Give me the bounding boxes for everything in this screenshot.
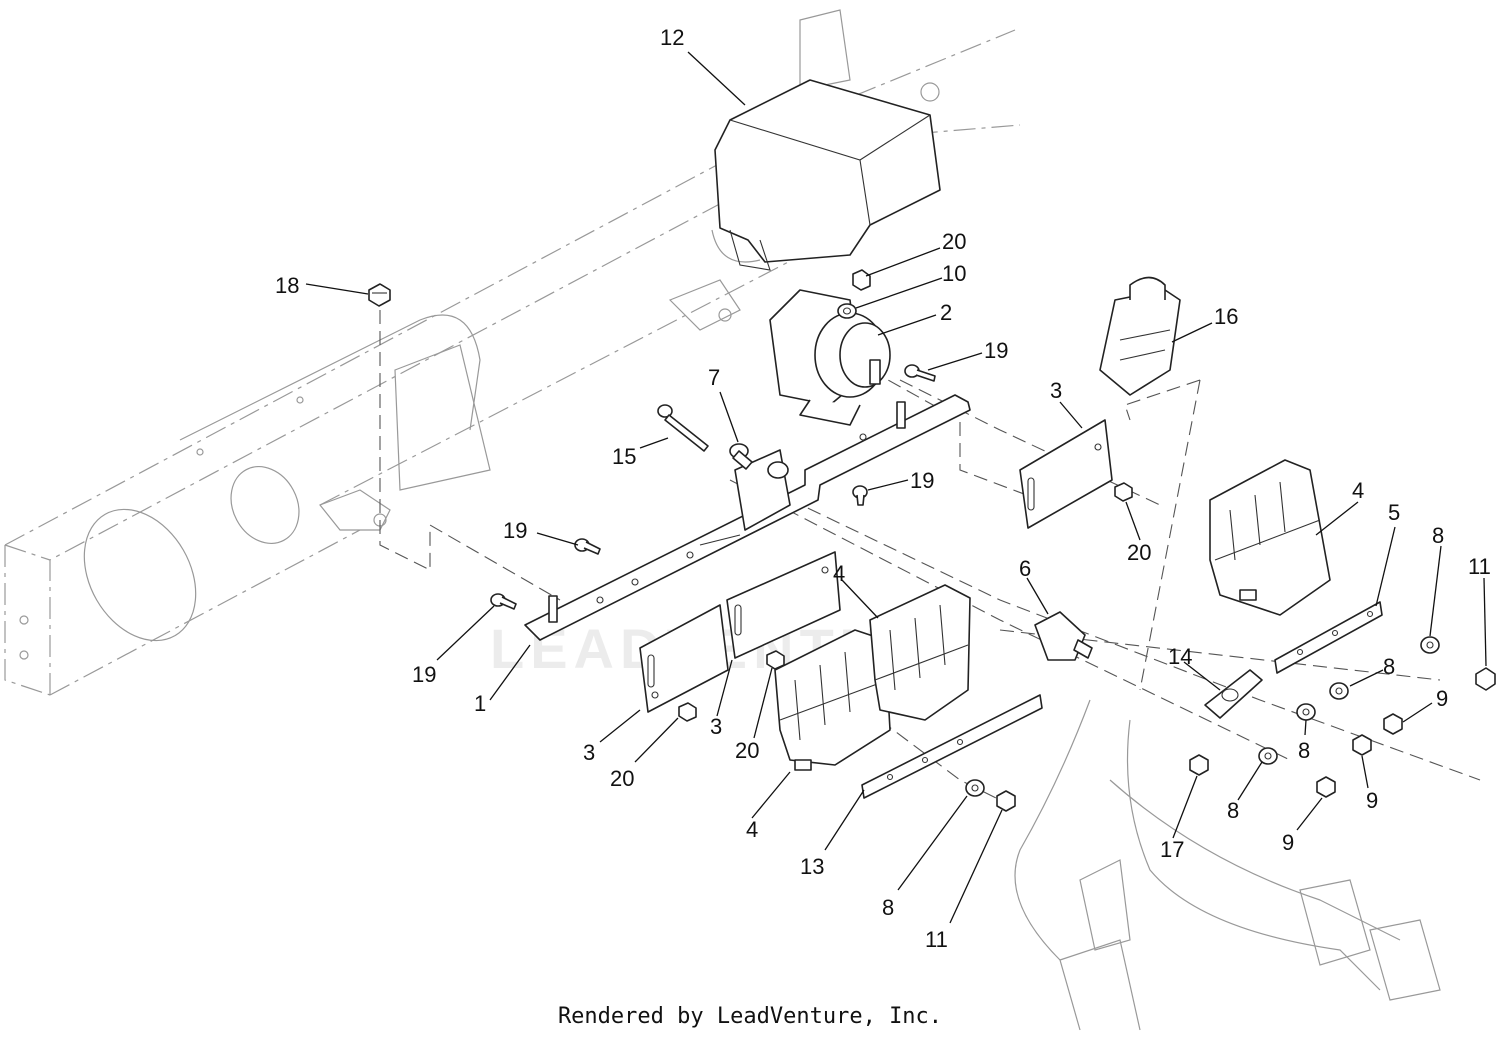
callout-8: 8 [1227, 798, 1239, 823]
callout-16: 16 [1214, 304, 1238, 329]
plug-part-16 [1099, 276, 1181, 396]
explosion-lines [379, 310, 1481, 801]
plate-part-3-right [1019, 419, 1113, 529]
callout-15: 15 [612, 444, 636, 469]
callout-9: 9 [1282, 830, 1294, 855]
callout-8: 8 [882, 895, 894, 920]
callout-4: 4 [746, 817, 758, 842]
nut-part-18 [368, 283, 391, 307]
bolt-part-19-left-b [490, 593, 517, 610]
bolt-part-19-left-a [574, 538, 601, 555]
callout-20: 20 [1127, 540, 1151, 565]
callout-8: 8 [1383, 654, 1395, 679]
bolt-part-19-top [904, 364, 936, 382]
fuse-block-part-4-left-b [869, 584, 971, 721]
spacer-part-7 [729, 443, 753, 470]
callout-7: 7 [708, 365, 720, 390]
callout-10: 10 [942, 261, 966, 286]
callout-2: 2 [940, 300, 952, 325]
cover-part-12 [714, 79, 941, 271]
washer-part-8-d [1258, 747, 1278, 765]
nut-part-9-b [1352, 734, 1372, 756]
nut-part-20-top [852, 269, 871, 291]
callout-3: 3 [1050, 378, 1062, 403]
plate-part-3-left-b [726, 551, 841, 659]
callout-19: 19 [503, 518, 527, 543]
nut-part-9-a [1383, 713, 1403, 735]
callout-13: 13 [800, 854, 824, 879]
nut-part-11-right [1475, 667, 1496, 691]
washer-part-8-e [965, 779, 985, 797]
callout-3: 3 [710, 714, 722, 739]
rendered-by-footer: Rendered by LeadVenture, Inc. [557, 1004, 943, 1029]
callout-4: 4 [833, 561, 845, 586]
bus-bar-part-13 [861, 694, 1043, 799]
callout-20: 20 [942, 229, 966, 254]
callout-4: 4 [1352, 478, 1364, 503]
connector-part-6 [1034, 611, 1093, 661]
washer-part-8-b [1329, 682, 1349, 700]
callout-9: 9 [1436, 686, 1448, 711]
nut-part-11-left [996, 790, 1016, 812]
washer-part-8-c [1296, 703, 1316, 721]
callout-19: 19 [412, 662, 436, 687]
nut-part-9-c [1316, 776, 1336, 798]
leader-lines [305, 51, 1487, 924]
fuse-block-part-4-left-a [774, 629, 891, 771]
nut-part-20-right [1114, 482, 1133, 502]
bolt-part-19-mid [852, 485, 868, 506]
nut-part-17 [1189, 754, 1209, 776]
solenoid-part-2 [769, 289, 891, 426]
fuse-block-part-4-right [1209, 459, 1331, 616]
washer-part-8-a [1420, 636, 1440, 654]
callout-14: 14 [1168, 644, 1192, 669]
callout-19: 19 [910, 468, 934, 493]
callout-20: 20 [610, 766, 634, 791]
wire-harness [1014, 699, 1441, 1031]
plate-part-3-left-a [639, 604, 729, 713]
callout-8: 8 [1432, 523, 1444, 548]
callout-1: 1 [474, 691, 486, 716]
callout-labels: 12 20 10 2 18 16 19 7 3 15 19 4 5 19 8 1… [275, 25, 1491, 952]
bus-bar-part-5 [1274, 601, 1383, 674]
callout-20: 20 [735, 738, 759, 763]
callout-9: 9 [1366, 788, 1378, 813]
callout-18: 18 [275, 273, 299, 298]
callout-19: 19 [984, 338, 1008, 363]
callout-12: 12 [660, 25, 684, 50]
callout-6: 6 [1019, 556, 1031, 581]
bracket-part-1 [524, 394, 971, 641]
callout-17: 17 [1160, 837, 1184, 862]
fuse-part-14 [1204, 669, 1263, 719]
callout-11: 11 [925, 927, 948, 952]
bolt-part-15 [657, 404, 709, 452]
callout-8: 8 [1298, 738, 1310, 763]
washer-part-10 [837, 303, 857, 319]
callout-5: 5 [1388, 500, 1400, 525]
callout-11: 11 [1468, 554, 1491, 579]
frame-rail [4, 9, 1021, 696]
callout-3: 3 [583, 740, 595, 765]
nut-part-20-left-a [678, 702, 697, 722]
